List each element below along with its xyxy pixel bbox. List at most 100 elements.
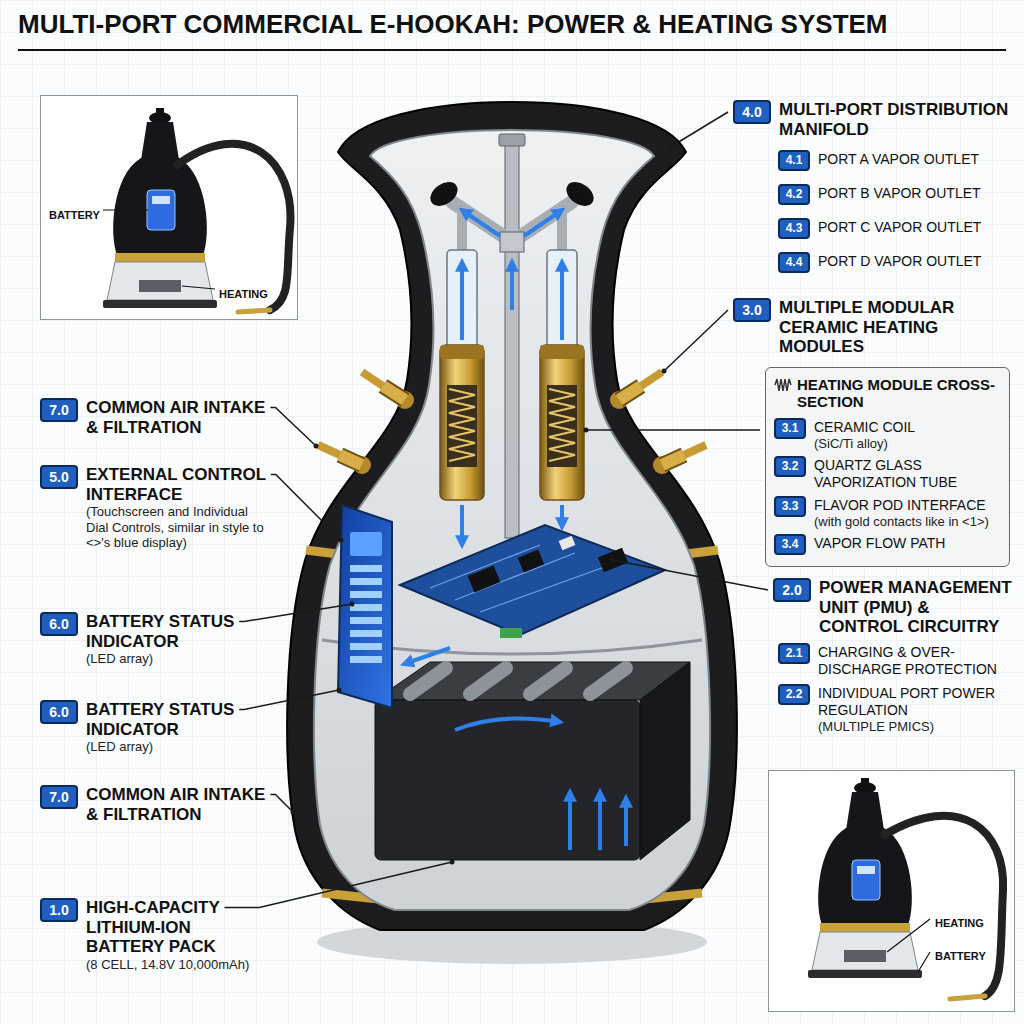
part-note: (LED array)	[86, 739, 273, 755]
flow-arrow	[462, 210, 500, 236]
leader-line	[271, 475, 341, 541]
callout-number: 2.0	[773, 578, 811, 602]
cross-section-box: HEATING MODULE CROSS-SECTION3.1CERAMIC C…	[765, 367, 1010, 567]
battery-cell	[530, 668, 566, 694]
leader-dot	[662, 369, 667, 374]
leader-line	[270, 408, 316, 447]
callout-number: 1.0	[40, 898, 78, 922]
callout-text: BATTERY STATUS INDICATOR(LED array)	[86, 612, 273, 667]
part-note: (with gold contacts like in <1>)	[814, 514, 998, 530]
mini-panel	[147, 190, 175, 230]
part-name: PORT C VAPOR OUTLET	[818, 218, 1014, 236]
flow-arrow	[598, 792, 602, 850]
callout-number: 2.2	[778, 684, 810, 705]
riser-pipe	[557, 210, 567, 252]
chip	[518, 549, 544, 572]
led-bar	[350, 630, 382, 637]
callout-number: 3.1	[774, 418, 806, 439]
part-name: PORT D VAPOR OUTLET	[818, 252, 1014, 270]
callout-text: INDIVIDUAL PORT POWER REGULATION(MULTIPL…	[818, 684, 1014, 734]
part-name: BATTERY STATUS INDICATOR	[86, 612, 273, 651]
box-header-text: HEATING MODULE CROSS-SECTION	[797, 376, 1001, 411]
callout-text: MULTIPLE MODULAR CERAMIC HEATING MODULES	[779, 298, 1014, 357]
mini-neck	[846, 792, 884, 830]
callout-number: 4.1	[778, 150, 810, 171]
mini-mouthpiece	[238, 310, 270, 312]
callout-text: HIGH-CAPACITY LITHIUM-ION BATTERY PACK(8…	[86, 898, 273, 972]
coil-window	[447, 385, 477, 467]
mini-hose	[177, 144, 290, 310]
callout-text: BATTERY STATUS INDICATOR(LED array)	[86, 700, 273, 755]
quartz-tube	[447, 250, 477, 350]
leader-dot	[350, 602, 355, 607]
leader-line	[225, 862, 453, 908]
mini-foot	[808, 970, 922, 978]
callout-group: 6.0BATTERY STATUS INDICATOR(LED array)	[40, 700, 273, 755]
callout-number: 3.0	[733, 298, 771, 322]
inset-label: BATTERY	[49, 209, 100, 221]
sub-callout: 4.1PORT A VAPOR OUTLET	[778, 150, 1014, 171]
part-name: MULTI-PORT DISTRIBUTION MANIFOLD	[779, 100, 1014, 139]
sub-callout: 2.2 INDIVIDUAL PORT POWER REGULATION(MULT…	[778, 684, 1014, 734]
label-slot: HEATING	[935, 913, 984, 931]
title-rule	[18, 49, 1006, 51]
pcb-board	[400, 525, 665, 635]
brass-nozzle	[641, 372, 662, 386]
battery-side	[640, 662, 690, 860]
brass-nozzle	[362, 372, 383, 386]
callout-group: 5.0EXTERNAL CONTROL INTERFACE(Touchscree…	[40, 465, 273, 551]
sub-callout: 3.2QUARTZ GLASS VAPORIZATION TUBE	[774, 456, 998, 491]
battery-front	[375, 700, 640, 860]
mini-heater	[139, 280, 181, 292]
part-name: COMMON AIR INTAKE & FILTRATION	[86, 785, 273, 824]
label-slot: HEATING	[219, 284, 268, 302]
vapor-outlet	[562, 177, 598, 211]
inset-leader	[918, 952, 930, 972]
pipe-cap	[499, 134, 525, 146]
callout-group: 3.0 MULTIPLE MODULAR CERAMIC HEATING MODU…	[733, 298, 1014, 357]
brass-port	[340, 455, 362, 465]
callout-number: 7.0	[40, 785, 78, 809]
brass-port	[662, 455, 684, 465]
callout-text: COMMON AIR INTAKE & FILTRATION	[86, 785, 273, 824]
mini-hose	[884, 816, 1003, 996]
vapor-outlet	[426, 177, 462, 211]
callout-text: MULTI-PORT DISTRIBUTION MANIFOLD	[779, 100, 1014, 139]
part-note: (SiC/Ti alloy)	[814, 436, 998, 452]
part-name: PORT B VAPOR OUTLET	[818, 184, 1014, 202]
brass-port	[619, 386, 641, 400]
led-bar	[350, 565, 382, 572]
part-name: INDIVIDUAL PORT POWER REGULATION	[818, 684, 1014, 719]
inset-leader	[887, 919, 930, 952]
part-name: COMMON AIR INTAKE & FILTRATION	[86, 398, 273, 437]
callout-group: 1.0 HIGH-CAPACITY LITHIUM-ION BATTERY PAC…	[40, 898, 273, 972]
mini-band	[115, 253, 205, 262]
callout-text: COMMON AIR INTAKE & FILTRATION	[86, 398, 273, 437]
connector	[500, 628, 522, 638]
module-collar	[440, 345, 484, 359]
leader-dot	[610, 558, 615, 563]
part-name: HIGH-CAPACITY LITHIUM-ION BATTERY PACK	[86, 898, 273, 957]
manifold-junction	[500, 232, 524, 252]
pcb-trace	[430, 545, 610, 612]
mini-hookah	[103, 108, 217, 308]
flow-arrow	[560, 505, 564, 527]
inset-leader	[103, 209, 148, 210]
coil-window	[547, 385, 577, 467]
part-name: FLAVOR POD INTERFACE	[814, 496, 998, 514]
heating-module	[440, 345, 484, 500]
callout-text: PORT C VAPOR OUTLET	[818, 218, 1014, 236]
brass-port	[383, 386, 405, 400]
sub-callout: 3.4VAPOR FLOW PATH	[774, 534, 998, 555]
mini-hookah	[808, 778, 922, 978]
inset-label: HEATING	[935, 917, 984, 929]
leader-dot	[584, 428, 589, 433]
leader-dot	[339, 538, 344, 543]
inset-ground	[40, 95, 298, 320]
callout-number: 3.3	[774, 496, 806, 517]
coil-icon-line	[775, 379, 791, 391]
callout-group: 7.0COMMON AIR INTAKE & FILTRATION	[40, 398, 273, 437]
mini-heater	[844, 950, 886, 962]
